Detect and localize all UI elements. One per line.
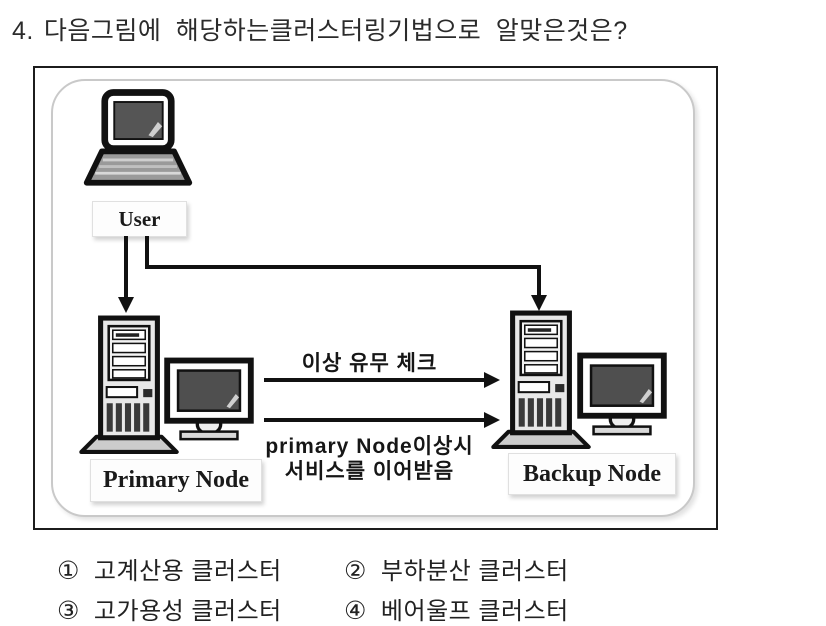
failover-label-line2: 서비스를 이어받음 xyxy=(284,460,455,484)
primary-node-label: Primary Node xyxy=(90,459,262,502)
arrowhead-down-primary xyxy=(118,297,134,313)
option-2-marker: ② xyxy=(344,557,367,585)
connector-arrows xyxy=(118,236,547,428)
primary-server-tower-icon xyxy=(79,315,179,454)
question-number: 4. xyxy=(12,17,34,45)
question-text: 다음그림에 해당하는클러스터링기법으로 알맞은것은? xyxy=(43,17,628,45)
arrowhead-failover xyxy=(484,412,500,428)
option-3: ③ 고가용성 클러스터 xyxy=(57,591,282,626)
user-label: User xyxy=(92,201,187,237)
options-row-2: ③ 고가용성 클러스터 ④ 베어울프 클러스터 xyxy=(0,591,826,626)
option-4-label: 베어울프 클러스터 xyxy=(380,598,569,625)
option-4: ④ 베어울프 클러스터 xyxy=(344,591,569,626)
failover-label-line1: primary Node이상시 xyxy=(265,435,474,458)
failover-arrow-label: primary Node이상시 서비스를 이어받음 xyxy=(232,434,507,484)
arrowhead-check xyxy=(484,372,500,388)
question-title: 4. 다음그림에 해당하는클러스터링기법으로 알맞은것은? xyxy=(12,11,792,47)
option-1-label: 고계산용 클러스터 xyxy=(93,558,282,585)
option-1: ① 고계산용 클러스터 xyxy=(57,551,282,586)
check-arrow-label: 이상 유무 체크 xyxy=(301,352,438,375)
laptop-icon xyxy=(83,89,193,186)
backup-server-tower-icon xyxy=(491,310,591,449)
option-3-label: 고가용성 클러스터 xyxy=(93,598,282,625)
options-row-1: ① 고계산용 클러스터 ② 부하분산 클러스터 xyxy=(0,551,826,586)
option-4-marker: ④ xyxy=(344,597,367,625)
option-2-label: 부하분산 클러스터 xyxy=(380,558,569,585)
option-3-marker: ③ xyxy=(57,597,80,625)
arrowhead-down-backup xyxy=(531,295,547,311)
option-1-marker: ① xyxy=(57,557,80,585)
option-2: ② 부하분산 클러스터 xyxy=(344,551,569,586)
primary-monitor-icon xyxy=(164,357,254,441)
diagram-frame: User xyxy=(33,66,718,530)
backup-monitor-icon xyxy=(577,352,667,436)
backup-node-label: Backup Node xyxy=(508,453,676,495)
